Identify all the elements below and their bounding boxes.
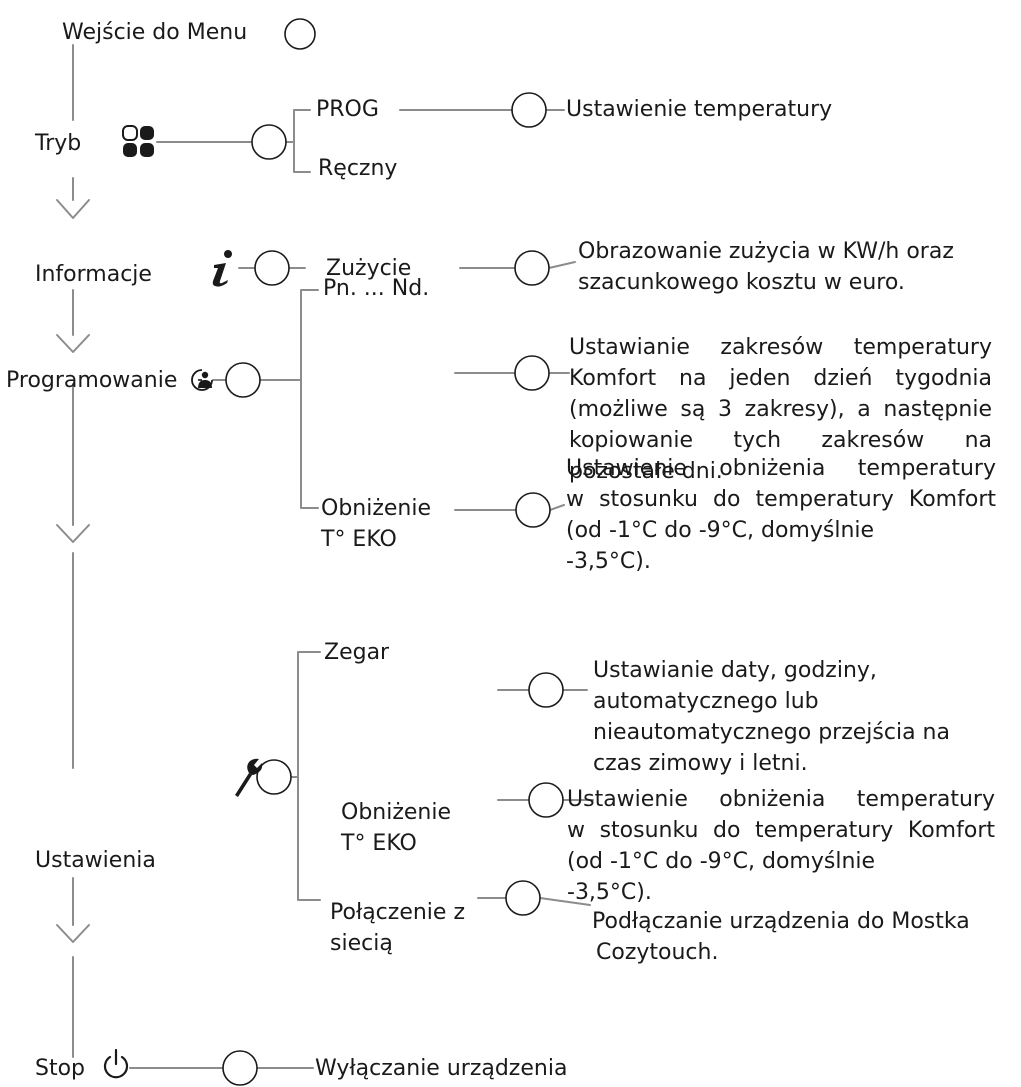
tryb-option-manual: Ręczny bbox=[318, 156, 398, 181]
key-circle bbox=[222, 1050, 258, 1086]
key-circle bbox=[514, 250, 550, 286]
key-circle bbox=[505, 880, 541, 916]
power-icon bbox=[103, 1048, 129, 1079]
programming-label: Programowanie bbox=[6, 368, 178, 393]
info-i-icon bbox=[212, 250, 232, 287]
four-squares-mode-icon bbox=[122, 125, 154, 157]
chevron-down-icon bbox=[56, 924, 90, 943]
menu-entry-label: Wejście do Menu bbox=[62, 20, 248, 45]
branch-bracket bbox=[300, 289, 319, 509]
connector bbox=[549, 504, 565, 511]
programming-sub-eco: Obniżenie T° EKO bbox=[321, 496, 432, 552]
settings-sub-eco: Obniżenie T° EKO bbox=[341, 800, 452, 856]
info-consumption-description: Obrazowanie zużycia w KW/h oraz szacunko… bbox=[578, 239, 954, 295]
programming-days-description: Ustawianie zakresów temperatury Komfort … bbox=[569, 335, 992, 484]
connector bbox=[539, 897, 591, 906]
programming-eco-description: Ustawienie obniżenia temperatury w stosu… bbox=[566, 456, 996, 574]
settings-clock-description: Ustawianie daty, godziny, automatycznego… bbox=[593, 658, 950, 776]
settings-sub-clock: Zegar bbox=[324, 640, 390, 665]
tryb-label: Tryb bbox=[35, 131, 82, 156]
key-circle bbox=[515, 492, 551, 528]
key-circle bbox=[528, 782, 564, 818]
connector bbox=[548, 261, 576, 269]
chevron-down-icon bbox=[56, 334, 90, 353]
key-circle bbox=[251, 124, 287, 160]
info-label: Informacje bbox=[35, 262, 152, 287]
settings-network-description: Podłączanie urządzenia do Mostka Cozytou… bbox=[592, 909, 970, 965]
settings-label: Ustawienia bbox=[35, 848, 156, 873]
key-circle bbox=[511, 92, 547, 128]
chevron-down-icon bbox=[56, 199, 90, 219]
tryb-prog-description: Ustawienie temperatury bbox=[566, 97, 833, 122]
key-circle bbox=[225, 362, 261, 398]
stop-label: Stop bbox=[35, 1056, 86, 1081]
settings-sub-network: Połączenie z siecią bbox=[330, 900, 465, 956]
key-circle bbox=[254, 250, 290, 286]
key-circle bbox=[528, 672, 564, 708]
branch-bracket bbox=[297, 651, 321, 901]
key-circle bbox=[256, 759, 292, 795]
branch-bracket bbox=[293, 109, 311, 173]
wrench-icon bbox=[235, 758, 263, 797]
key-circle bbox=[284, 18, 316, 50]
programming-sub-days: Pn. ... Nd. bbox=[323, 276, 430, 301]
stop-description: Wyłączanie urządzenia bbox=[315, 1056, 568, 1081]
tryb-option-prog: PROG bbox=[316, 97, 379, 122]
chevron-down-icon bbox=[56, 524, 90, 543]
clock-person-icon bbox=[191, 369, 213, 391]
info-sub-consumption: Zużycie bbox=[326, 256, 412, 281]
settings-eco-description: Ustawienie obniżenia temperatury w stosu… bbox=[567, 787, 995, 905]
key-circle bbox=[514, 355, 550, 391]
